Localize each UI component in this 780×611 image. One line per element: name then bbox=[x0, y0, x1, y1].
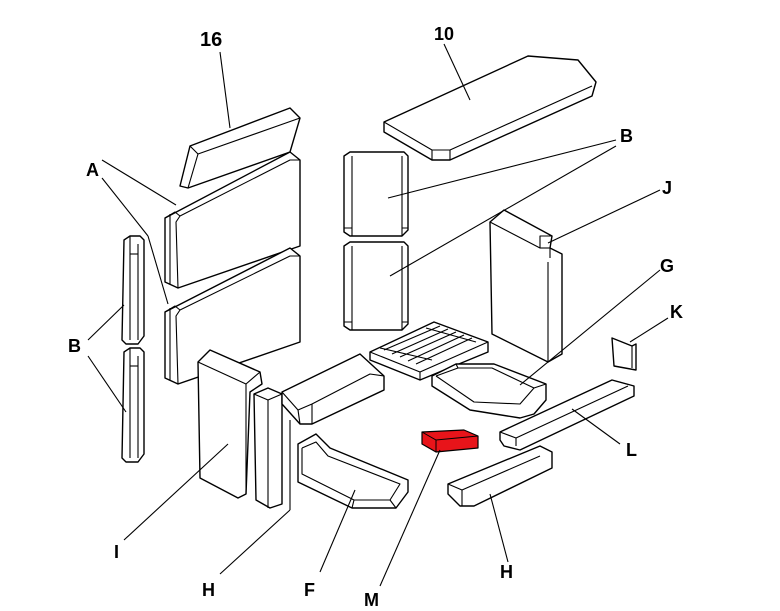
label-f: F bbox=[304, 580, 315, 600]
part-i-pillar[interactable] bbox=[197, 349, 263, 499]
leader-b-left-2 bbox=[87, 355, 127, 413]
leader-a-2 bbox=[101, 177, 149, 237]
label-j: J bbox=[662, 178, 672, 198]
part-b-left-upper[interactable] bbox=[121, 235, 145, 345]
grate[interactable] bbox=[369, 321, 489, 381]
label-b-top: B bbox=[620, 126, 633, 146]
label-b-left: B bbox=[68, 336, 81, 356]
leader-b-top-1 bbox=[387, 139, 617, 199]
leader-lines bbox=[87, 43, 669, 587]
label-l: L bbox=[626, 440, 637, 460]
leader-k bbox=[629, 317, 669, 343]
leader-10 bbox=[443, 43, 471, 101]
leader-l bbox=[571, 408, 621, 445]
leader-b-left-1 bbox=[87, 304, 125, 341]
leader-16 bbox=[219, 51, 231, 129]
leader-a-3 bbox=[147, 235, 169, 305]
leader-a-1 bbox=[101, 159, 177, 206]
label-g: G bbox=[660, 256, 674, 276]
part-b-right-lower[interactable] bbox=[343, 241, 409, 331]
leader-j bbox=[547, 189, 661, 244]
part-16-deflector[interactable] bbox=[179, 107, 301, 189]
leader-g bbox=[519, 269, 661, 386]
label-k: K bbox=[670, 302, 683, 322]
part-k-small-plate[interactable] bbox=[611, 337, 637, 371]
leader-m bbox=[379, 449, 441, 587]
leader-i bbox=[123, 443, 229, 541]
part-f-front-tray[interactable] bbox=[297, 433, 409, 509]
part-10-top-plate[interactable] bbox=[383, 55, 597, 161]
part-b-right-upper[interactable] bbox=[343, 151, 409, 237]
label-m: M bbox=[364, 590, 379, 610]
part-a-upper-panel[interactable] bbox=[164, 151, 301, 289]
part-h-left-pillar[interactable] bbox=[253, 387, 283, 509]
part-j-side-wall[interactable] bbox=[489, 209, 563, 363]
label-h-right: H bbox=[500, 562, 513, 582]
label-h-left: H bbox=[202, 580, 215, 600]
part-b-left-lower[interactable] bbox=[121, 347, 145, 463]
label-i: I bbox=[114, 542, 119, 562]
part-g-ash-tray[interactable] bbox=[431, 363, 547, 419]
leader-h-left bbox=[219, 509, 291, 575]
part-m-highlighted-brick[interactable] bbox=[421, 429, 479, 453]
part-h-right-lintel[interactable] bbox=[447, 445, 553, 507]
label-a: A bbox=[86, 160, 99, 180]
part-a-lower-panel[interactable] bbox=[164, 247, 301, 385]
front-beam[interactable] bbox=[281, 353, 385, 425]
part-l-bar[interactable] bbox=[499, 379, 635, 451]
leader-f bbox=[319, 489, 356, 573]
leader-b-top-2 bbox=[389, 145, 617, 277]
label-16: 16 bbox=[200, 29, 222, 51]
label-10: 10 bbox=[434, 24, 454, 44]
leader-h-right bbox=[489, 493, 509, 563]
